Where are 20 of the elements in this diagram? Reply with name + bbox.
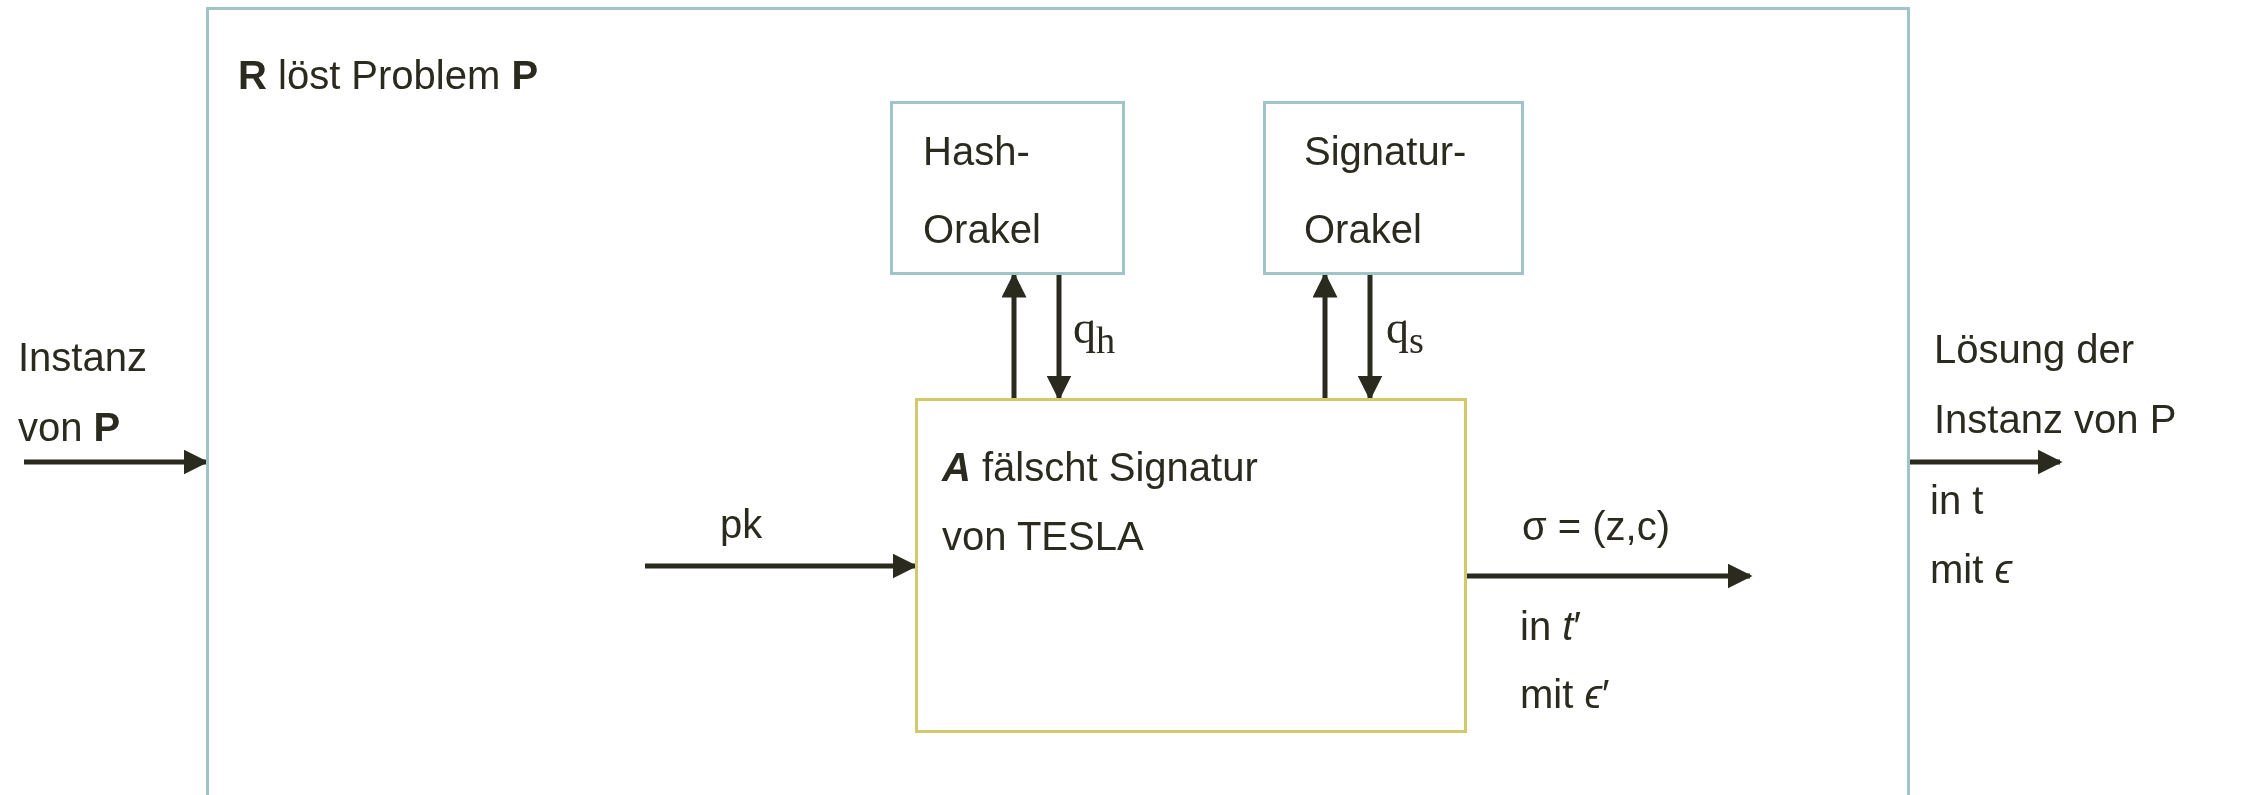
- arrow: [1001, 272, 1027, 398]
- box-label: A fälscht Signatur von TESLA: [942, 444, 1259, 560]
- adversary-box: [915, 398, 1467, 733]
- arrow: [24, 449, 209, 475]
- box-label: Signatur- Orakel: [1304, 128, 1468, 253]
- arrow: [1357, 275, 1383, 401]
- annotation: in t′: [1520, 603, 1581, 650]
- edge-label: Instanz von P: [18, 334, 148, 451]
- frame-title: R löst Problem P: [238, 52, 540, 99]
- arrow: [645, 553, 918, 579]
- box-label: Hash- Orakel: [923, 128, 1042, 253]
- oracle-box: [890, 101, 1125, 275]
- annotation: mit ϵ: [1930, 546, 2013, 593]
- oracle-box: [1263, 101, 1524, 275]
- annotation: in t: [1930, 477, 1984, 524]
- arrow: [1046, 275, 1072, 401]
- arrow: [1312, 272, 1338, 398]
- annotation: mit ϵ′: [1520, 671, 1610, 718]
- arrow: [1467, 563, 1753, 589]
- arrow: [1910, 449, 2063, 475]
